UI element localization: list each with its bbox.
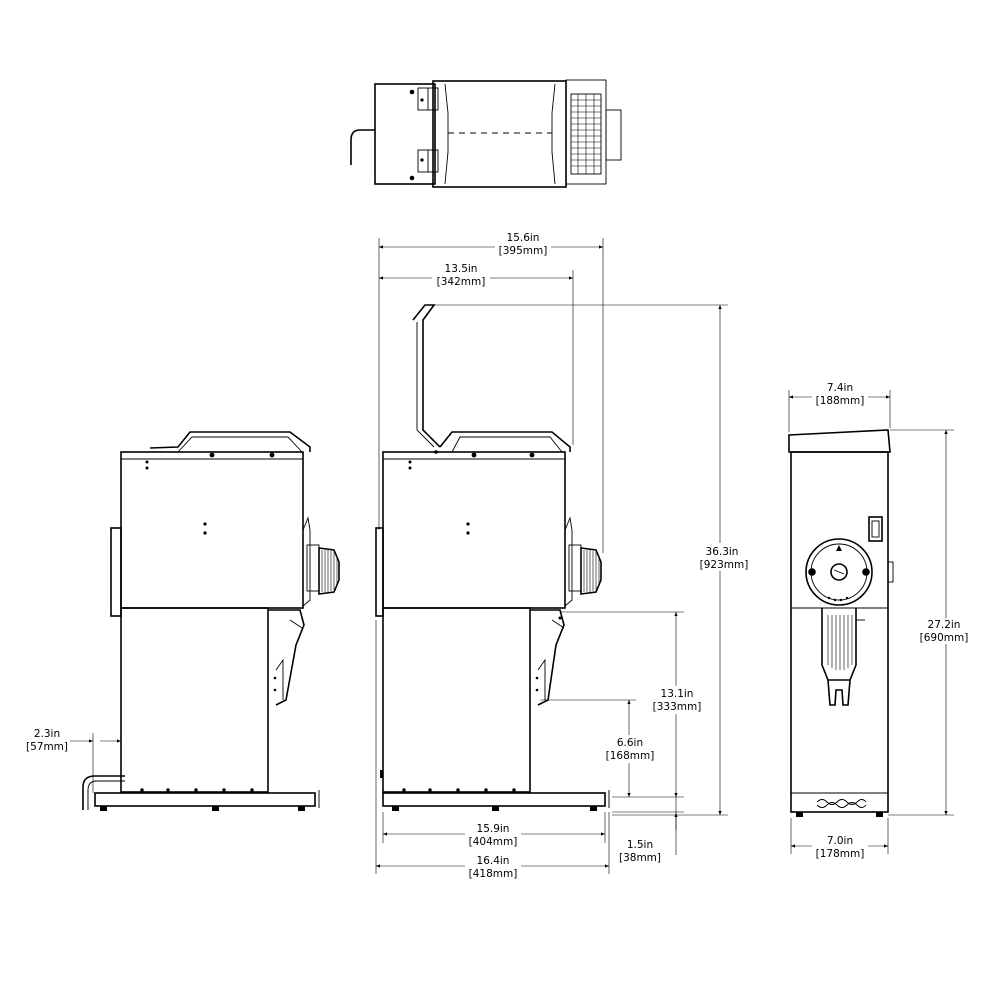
dim-overall-depth-mm: [418mm] [469, 868, 518, 880]
dim-spout-height-in: 13.1in [661, 688, 694, 700]
side-view-lid-open [375, 304, 610, 811]
dim-foot-height-mm: [38mm] [619, 852, 661, 864]
side-knob-center [580, 547, 602, 595]
dim-total-height-mm: [923mm] [700, 559, 749, 571]
dim-spout-height-mm: [333mm] [653, 701, 702, 713]
front-view [788, 429, 894, 817]
top-view [350, 79, 622, 188]
dim-base-depth-in: 15.9in [477, 823, 510, 835]
dim-top-front-width-mm: [188mm] [816, 395, 865, 407]
dim-foot-height-in: 1.5in [627, 839, 653, 851]
dimension-labels: 15.6in [395mm] 13.5in [342mm] 36.3in [92… [26, 230, 972, 880]
dimension-lines [70, 238, 954, 874]
dim-bag-clearance-in: 6.6in [617, 737, 643, 749]
dim-total-height-in: 36.3in [706, 546, 739, 558]
dim-base-front-width-mm: [178mm] [816, 848, 865, 860]
top-view-knob-pattern [570, 93, 602, 175]
dim-hopper-width-mm: [342mm] [437, 276, 486, 288]
side-view-lid-closed [82, 431, 340, 811]
side-knob-left [318, 547, 340, 595]
dim-top-front-width-in: 7.4in [827, 382, 853, 394]
dim-tray-overhang-mm: [57mm] [26, 741, 68, 753]
dim-front-height-mm: [690mm] [920, 632, 969, 644]
dim-top-width-mm: [395mm] [499, 245, 548, 257]
dim-bag-clearance-mm: [168mm] [606, 750, 655, 762]
dim-base-depth-mm: [404mm] [469, 836, 518, 848]
dim-hopper-width-in: 13.5in [445, 263, 478, 275]
dim-front-height-in: 27.2in [928, 619, 961, 631]
dim-tray-overhang-in: 2.3in [34, 728, 60, 740]
dim-overall-depth-in: 16.4in [477, 855, 510, 867]
dim-top-width-in: 15.6in [507, 232, 540, 244]
dim-base-front-width-in: 7.0in [827, 835, 853, 847]
